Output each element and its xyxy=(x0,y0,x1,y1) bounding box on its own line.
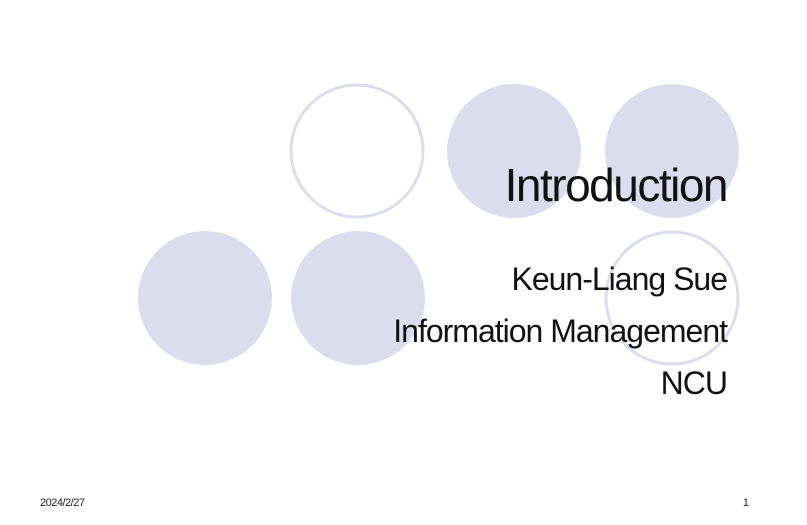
department-name: Information Management xyxy=(393,313,728,349)
filled-circle-bottom-left xyxy=(138,231,272,365)
institution-name: NCU xyxy=(660,365,728,401)
slide-title: Introduction xyxy=(504,159,729,211)
slide-subtitle: Keun-Liang Sue Information Management NC… xyxy=(393,253,728,409)
outline-circle-top-left xyxy=(289,83,425,219)
filled-circle-top-middle xyxy=(447,84,581,218)
filled-circle-top-right xyxy=(605,84,739,218)
footer-date: 2024/2/27 xyxy=(40,497,85,509)
outline-circle-bottom-right xyxy=(604,230,740,366)
author-name: Keun-Liang Sue xyxy=(511,261,728,297)
filled-circle-bottom-middle xyxy=(291,231,425,365)
page-number: 1 xyxy=(742,497,749,509)
